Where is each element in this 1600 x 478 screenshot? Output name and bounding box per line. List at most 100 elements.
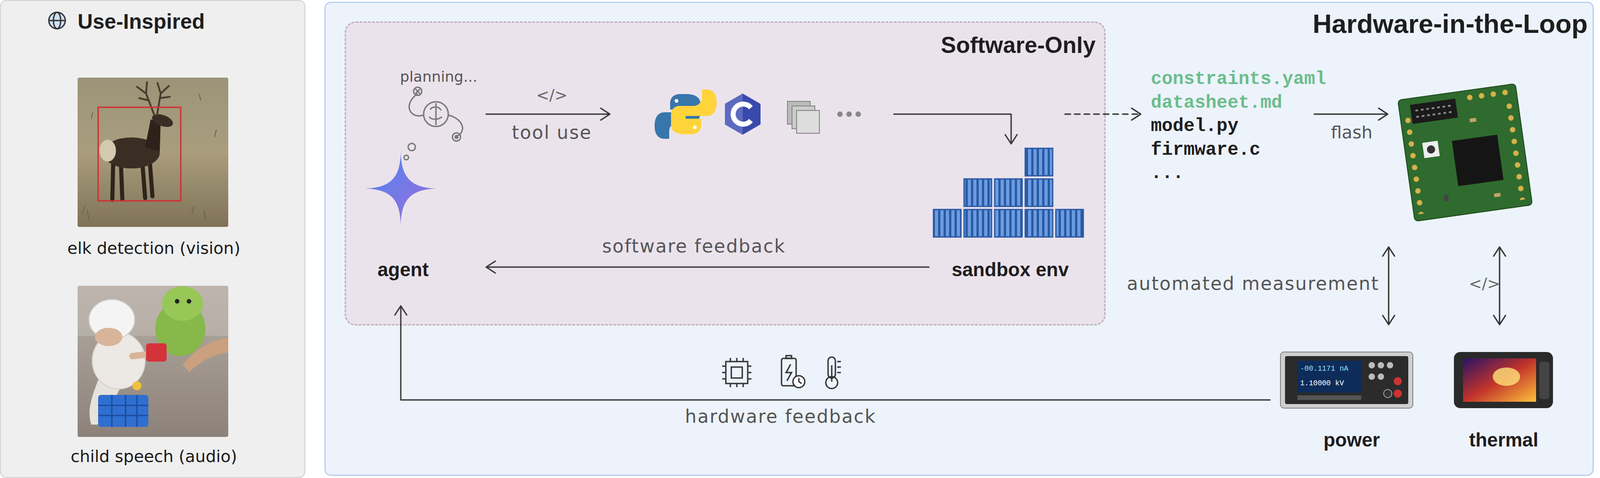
planning-icon [403,155,409,160]
status-text: planning... [210,67,667,86]
elk-photo [99,139,116,162]
stacked-pages [796,110,820,134]
feedback-icons [722,355,841,389]
node-label: thermal [1435,427,1573,452]
arrow-label: automated measurement [1024,272,1482,295]
code-icon: </> [323,85,781,105]
container-stack [964,178,992,207]
planning-icon [423,101,449,127]
power-meter [1377,373,1385,380]
child-photo [132,381,142,391]
code-icon: </> [1256,273,1600,294]
planning-icon [409,93,424,116]
power-meter [1368,361,1375,369]
more-dots [837,111,843,117]
connector [486,261,929,273]
feedback-icons [725,361,748,384]
image-caption: child speech (audio) [26,445,282,467]
elk-photo [136,82,170,116]
flow-arrow [1064,113,1141,116]
thermal-camera [1463,358,1537,402]
python-logo [671,89,717,135]
c-logo [724,93,761,135]
mcu-board [1463,88,1512,102]
feedback-icons [831,361,841,382]
globe-icon [48,20,66,22]
flow-arrow [1314,108,1388,121]
python-logo [692,125,697,130]
python-logo [654,89,717,139]
group-box: Software-Onlyagentsandbox env [344,21,1106,326]
child-photo [77,285,229,437]
container-stack [1025,178,1053,207]
feedback-icons [792,375,805,388]
flow-arrow [1382,246,1395,325]
power-meter [1393,389,1402,398]
stacked-pages [787,101,820,134]
file-name: firmware.c [1150,138,1600,162]
image-caption: elk detection (vision) [26,237,282,259]
node-label: sandbox env [918,257,1102,282]
feedback-icons [722,357,752,388]
container-stack [994,209,1023,237]
elk-photo [98,107,181,201]
mcu-board [1494,192,1501,198]
mcu-board [1415,105,1453,117]
feedback-icons [786,364,792,381]
container-stack [1025,209,1053,237]
meter-reading: -00.1171 nA [1300,364,1600,374]
panel-title: Use-Inspired [77,8,297,35]
child-photo [94,327,123,347]
file-name: model.py [1150,115,1600,138]
child-photo [98,394,149,427]
child-photo [186,299,192,304]
thermal-camera [1492,367,1521,386]
elk-photo [77,77,229,227]
edge-label: tool use [323,120,781,144]
more-dots [846,111,852,117]
file-name: constraints.yaml [1150,68,1600,91]
planning-icon [413,87,422,96]
mcu-board [1410,98,1459,125]
child-photo [98,394,149,427]
child-photo [146,343,167,362]
power-meter [1377,361,1385,369]
mcu-board [1422,140,1440,158]
file-name: datasheet.md [1150,91,1600,115]
planning-icon [429,103,442,126]
more-dots [855,111,861,117]
container-stack [933,209,961,237]
mcu-board [1397,83,1533,222]
edge-label: software feedback [465,234,923,258]
planning-icon [408,143,416,151]
globe-icon [48,12,66,29]
edge-label: hardware feedback [552,404,1009,428]
planning-icon [415,89,420,94]
panel-title: Hardware-in-the-Loop [1176,6,1588,41]
thermal-camera [1453,351,1553,409]
python-logo [674,99,679,103]
file-name: ... [1150,162,1600,185]
power-meter [1368,373,1375,380]
mcu-board [1452,134,1504,187]
agent-star [361,149,440,228]
power-meter [1393,377,1402,386]
child-photo [174,299,180,304]
container-stack [1055,209,1084,237]
connector [394,305,1270,400]
planning-icon [403,87,463,160]
power-meter [1386,361,1394,369]
thermal-camera [1539,361,1550,399]
planning-icon [455,135,458,139]
mcu-board [1505,99,1527,201]
thermal-camera [1453,351,1553,409]
mcu-board [1469,117,1477,123]
node-label: agent [334,257,472,282]
mcu-board [1426,144,1436,154]
elk-photo [82,94,217,221]
feedback-icons [786,355,792,359]
flow-arrow [1131,108,1141,121]
agent-node: agent [362,66,487,306]
c-logo [733,104,751,125]
